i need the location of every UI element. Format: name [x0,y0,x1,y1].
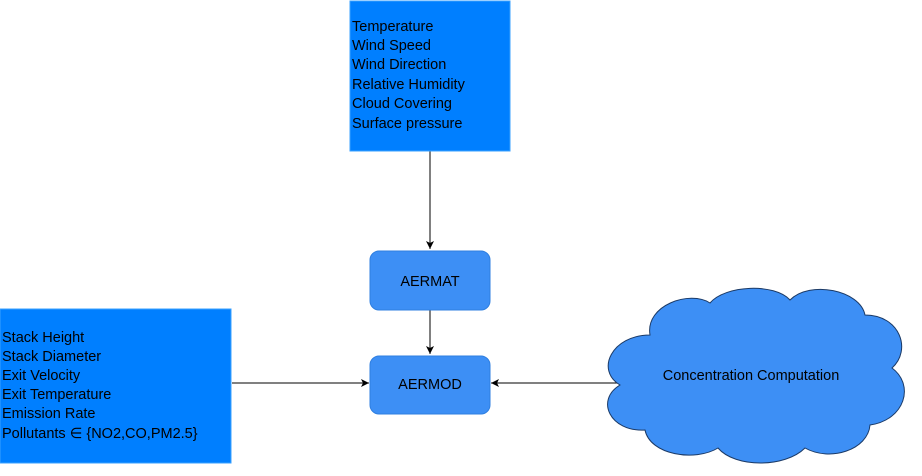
met-line-4: Relative Humidity [352,77,466,93]
source-line-3: Exit Velocity [2,368,81,384]
source-input-box: Stack Height Stack Diameter Exit Velocit… [0,308,232,464]
concentration-cloud: Concentration Computation [607,287,905,464]
met-line-5: Cloud Covering [352,96,452,112]
source-line-6: Pollutants ∈ {NO2,CO,PM2.5} [2,426,198,442]
source-line-2: Stack Diameter [2,349,101,365]
aermat-node: AERMAT [369,250,491,311]
meteorological-input-box: Temperature Wind Speed Wind Direction Re… [349,0,511,152]
source-line-1: Stack Height [2,330,84,346]
source-line-4: Exit Temperature [2,387,111,403]
met-line-2: Wind Speed [352,38,431,54]
met-line-1: Temperature [352,19,433,35]
met-line-3: Wind Direction [352,57,446,73]
concentration-label: Concentration Computation [663,368,840,384]
cloud-shape [607,287,905,464]
aermat-label: AERMAT [400,274,459,290]
source-line-5: Emission Rate [2,406,95,422]
aermod-node: AERMOD [369,355,491,415]
met-line-6: Surface pressure [352,116,462,132]
aermod-label: AERMOD [398,377,462,393]
